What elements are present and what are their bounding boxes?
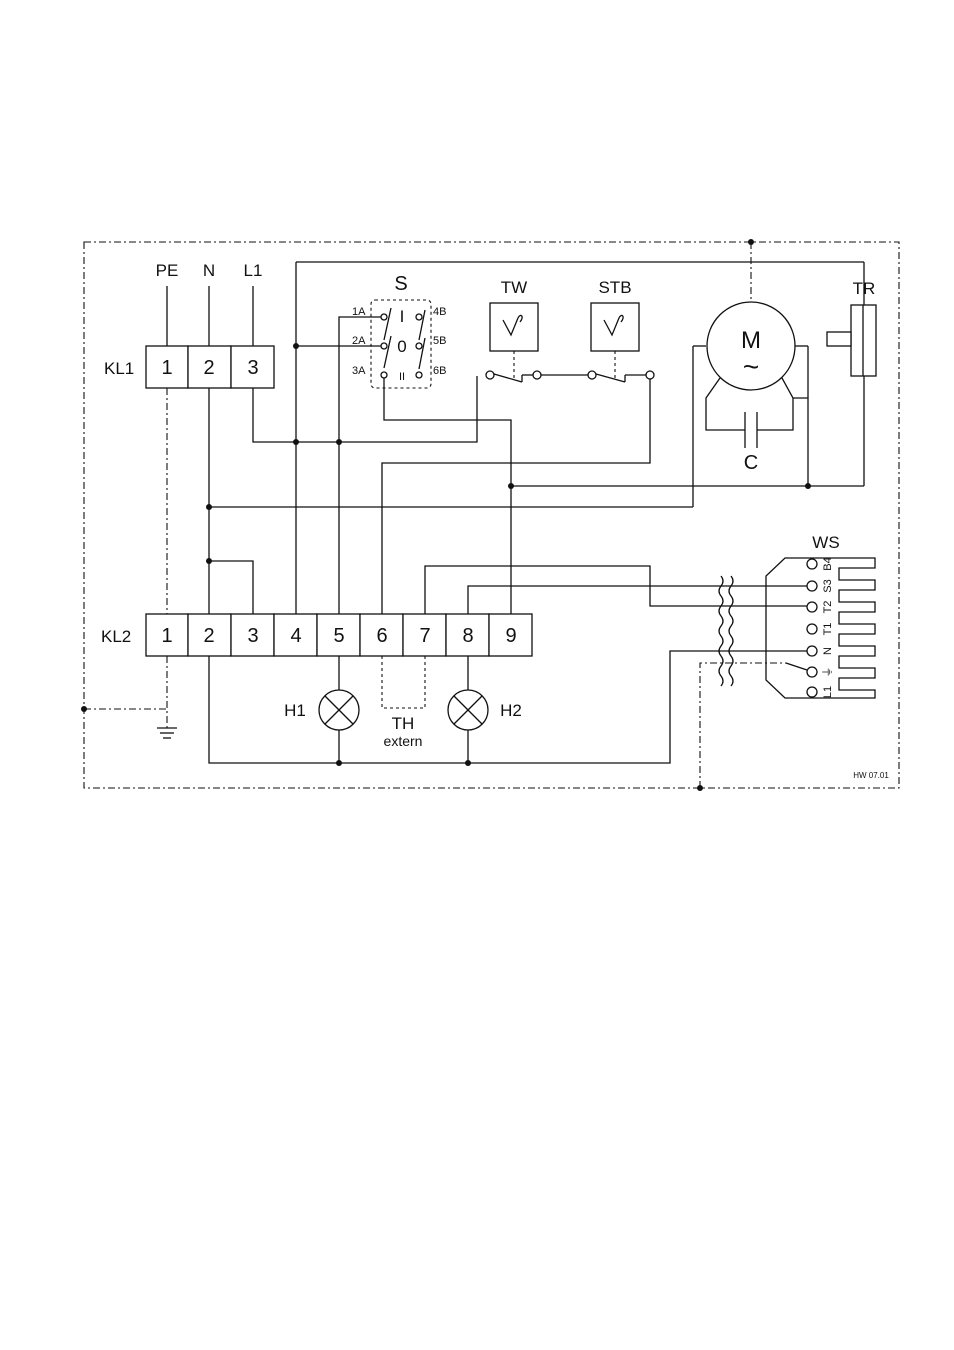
l1-label: L1: [244, 261, 263, 280]
capacitor: C: [744, 412, 758, 474]
ws-label: WS: [812, 533, 839, 552]
switch-contact-left: 1A: [352, 306, 366, 318]
internal-wiring: [206, 261, 865, 766]
motor-label: M: [741, 327, 761, 354]
kl2-terminal-number: 8: [462, 625, 473, 647]
stb-limiter: [541, 302, 655, 383]
pe-label: PE: [156, 261, 179, 280]
kl1-terminal-block: 1 2 3: [145, 345, 275, 389]
lamp-h2: H2: [447, 689, 522, 731]
kl2-terminal-number: 5: [333, 625, 344, 647]
lamp-h1-label: H1: [284, 701, 306, 720]
kl2-terminal-number: 4: [290, 625, 301, 647]
capacitor-label: C: [744, 452, 758, 474]
switch-contact-left: 2A: [352, 335, 366, 347]
switch-contact-right: 4B: [433, 306, 446, 318]
switch-position: II: [399, 371, 405, 383]
switch-contact-right: 6B: [433, 365, 446, 377]
lamp-h2-label: H2: [500, 701, 522, 720]
kl2-terminal: [402, 613, 447, 657]
kl2-label: KL2: [101, 627, 131, 646]
ws-pin-label: N: [822, 647, 834, 655]
kl2-terminal: [145, 613, 189, 657]
kl1-terminal-number: 2: [203, 357, 214, 379]
kl2-terminal: [273, 613, 318, 657]
cable-bundle: [718, 575, 734, 687]
switch-position: 0: [397, 337, 406, 356]
stb-label: STB: [598, 278, 631, 297]
kl1-label: KL1: [104, 359, 134, 378]
switch-contact-right: 5B: [433, 335, 446, 347]
switch-position: I: [400, 307, 405, 326]
switch-contact-left: 3A: [352, 365, 366, 377]
motor-symbol: ~: [743, 351, 759, 382]
tr-relay: [826, 304, 877, 377]
ground-icon: [157, 727, 177, 739]
kl2-terminal-number: 6: [376, 625, 387, 647]
kl2-terminal-number: 9: [505, 625, 516, 647]
ws-pin-label: ⏚: [821, 667, 834, 678]
ws-module: B4 S3 T2 T1 N ⏚ L1: [765, 557, 876, 699]
ws-pin-label: L1: [822, 686, 834, 698]
switch-label: S: [394, 273, 407, 295]
motor: M ~: [705, 301, 796, 431]
drawing-stamp: HW 07.01: [853, 771, 889, 780]
tw-label: TW: [501, 278, 527, 297]
selector-switch: 1A 2A 3A 4B 5B 6B I 0 II: [352, 299, 446, 389]
ws-pin-label: B4: [822, 557, 834, 570]
kl2-terminal-block: 1 2 3 4 5 6 7 8 9: [145, 613, 533, 657]
kl1-terminal-number: 3: [247, 357, 258, 379]
ws-pin-label: T1: [822, 623, 834, 636]
kl1-terminal: [145, 345, 189, 389]
kl2-terminal: [316, 613, 361, 657]
th-sub-label: extern: [384, 733, 423, 749]
external-thermostat: TH extern: [381, 656, 426, 749]
kl2-terminal: [230, 613, 275, 657]
n-label: N: [203, 261, 215, 280]
enclosure-border: [83, 241, 900, 789]
kl2-terminal-number: 2: [203, 625, 214, 647]
tr-label: TR: [853, 279, 876, 298]
tw-thermostat: [485, 302, 542, 383]
lamp-h1: H1: [284, 689, 360, 731]
ws-pin-label: S3: [822, 579, 834, 592]
kl1-terminal-number: 1: [161, 357, 172, 379]
ws-pin-label: T2: [822, 601, 834, 614]
kl2-terminal-number: 7: [419, 625, 430, 647]
th-label: TH: [392, 714, 415, 733]
kl2-terminal-number: 3: [247, 625, 258, 647]
earth-wiring: [81, 239, 786, 791]
kl2-terminal-number: 1: [161, 625, 172, 647]
